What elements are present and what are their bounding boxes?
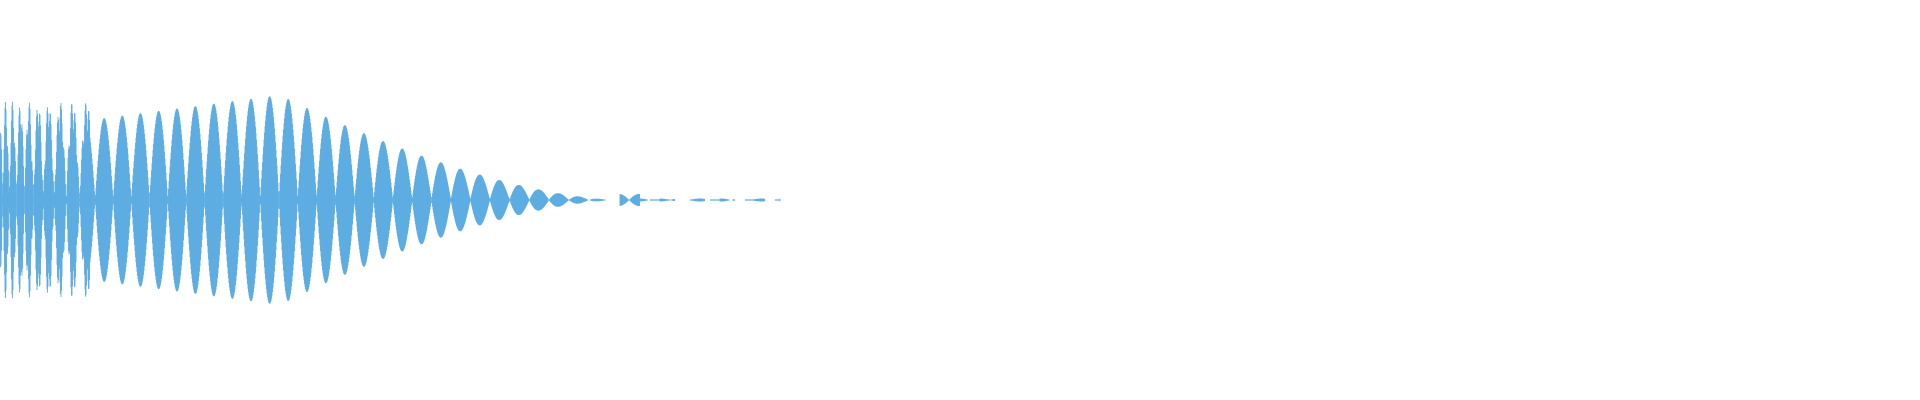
waveform-shape <box>0 96 781 304</box>
waveform-path <box>0 96 781 304</box>
